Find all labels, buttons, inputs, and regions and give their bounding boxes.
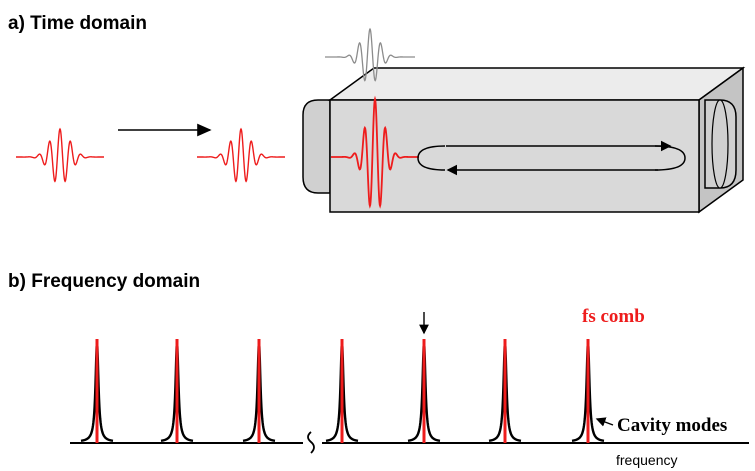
transmitted-pulse — [197, 127, 285, 183]
emitted-pulse — [325, 27, 415, 82]
axis-break-icon — [307, 431, 315, 454]
comb-lines — [80, 339, 605, 443]
fs-comb-label: fs comb — [582, 306, 645, 327]
time-domain-title: a) Time domain — [8, 13, 147, 34]
round-trip-path — [417, 140, 686, 176]
input-pulse — [16, 127, 104, 183]
optical-cavity — [302, 66, 746, 214]
round-trip-left-turn — [417, 145, 446, 171]
cavity-top-face — [327, 67, 746, 101]
cavity-front-face — [329, 99, 700, 213]
frequency-domain-title: b) Frequency domain — [8, 271, 200, 292]
intracavity-pulse — [331, 95, 419, 209]
left-mirror — [302, 99, 331, 194]
frequency-axis-label: frequency — [616, 452, 677, 468]
cavity-modes-label: Cavity modes — [617, 415, 727, 436]
cavity-modes-pointer — [595, 417, 614, 427]
right-mirror-face — [711, 99, 729, 189]
